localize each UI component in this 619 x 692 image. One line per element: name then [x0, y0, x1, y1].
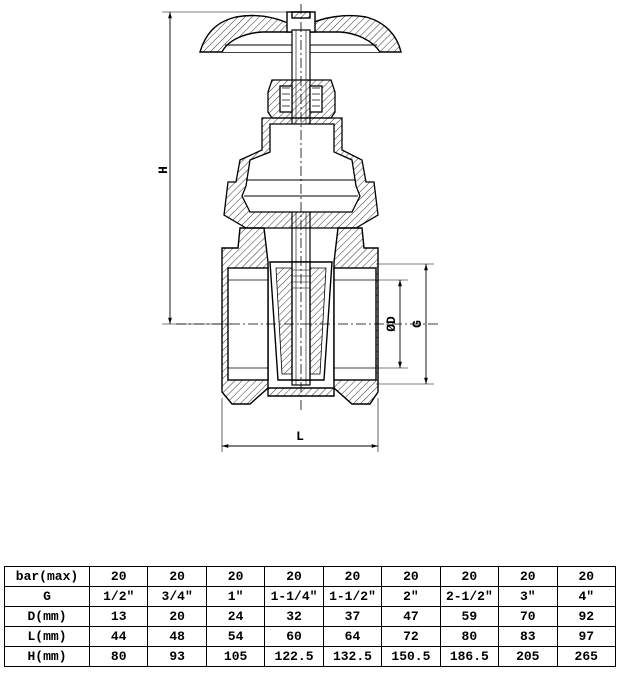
table-cell: 20 [322, 566, 383, 587]
table-cell: 64 [322, 626, 383, 647]
table-cell: 1" [205, 586, 266, 607]
table-cell: 1-1/4" [264, 586, 324, 607]
table-cell: 83 [498, 626, 558, 647]
table-cell: 20 [88, 566, 149, 587]
table-cell: 60 [264, 626, 324, 647]
table-cell: 4" [556, 586, 616, 607]
table-cell: 205 [498, 646, 558, 667]
table-cell: 2-1/2" [439, 586, 500, 607]
dimension-l [221, 398, 379, 452]
table-cell: 20 [381, 566, 441, 587]
gland-nut [267, 79, 336, 119]
table-cell: 20 [556, 566, 616, 587]
table-cell: 20 [147, 566, 207, 587]
table-cell: 20 [264, 566, 324, 587]
table-cell: 37 [322, 606, 383, 627]
table-cell: 265 [556, 646, 616, 667]
table-cell: 48 [147, 626, 207, 647]
dimension-h [162, 11, 292, 325]
table-cell: 1/2" [88, 586, 149, 607]
table-cell: 2" [381, 586, 441, 607]
gate-valve-drawing: H L ØD G [156, 4, 440, 452]
table-cell: 59 [439, 606, 500, 627]
table-cell: 3/4" [147, 586, 207, 607]
dimension-d [376, 279, 408, 369]
row-label: L(mm) [4, 626, 90, 647]
table-cell: 105 [205, 646, 266, 667]
dimension-label-l: L [296, 429, 304, 444]
table-cell: 80 [439, 626, 500, 647]
table-cell: 97 [556, 626, 616, 647]
table-cell: 24 [205, 606, 266, 627]
table-cell: 20 [498, 566, 558, 587]
dimension-label-d: ØD [384, 316, 399, 332]
dimension-g [376, 263, 434, 385]
table-cell: 47 [381, 606, 441, 627]
table-cell: 20 [439, 566, 500, 587]
table-cell: 122.5 [264, 646, 324, 667]
table-cell: 80 [88, 646, 149, 667]
table-cell: 93 [147, 646, 207, 667]
table-cell: 70 [498, 606, 558, 627]
table-cell: 132.5 [322, 646, 383, 667]
table-cell: 3" [498, 586, 558, 607]
row-label: bar(max) [4, 566, 90, 587]
table-cell: 72 [381, 626, 441, 647]
table-cell: 13 [88, 606, 149, 627]
row-label: G [4, 586, 90, 607]
dimension-label-h: H [156, 166, 171, 174]
table-cell: 150.5 [381, 646, 441, 667]
table-cell: 32 [264, 606, 324, 627]
table-cell: 1-1/2" [322, 586, 383, 607]
table-cell: 92 [556, 606, 616, 627]
row-label: D(mm) [4, 606, 90, 627]
row-label: H(mm) [4, 646, 90, 667]
dimension-label-g: G [410, 320, 425, 328]
table-cell: 44 [88, 626, 149, 647]
table-cell: 20 [205, 566, 266, 587]
table-cell: 20 [147, 606, 207, 627]
table-cell: 54 [205, 626, 266, 647]
table-cell: 186.5 [439, 646, 500, 667]
